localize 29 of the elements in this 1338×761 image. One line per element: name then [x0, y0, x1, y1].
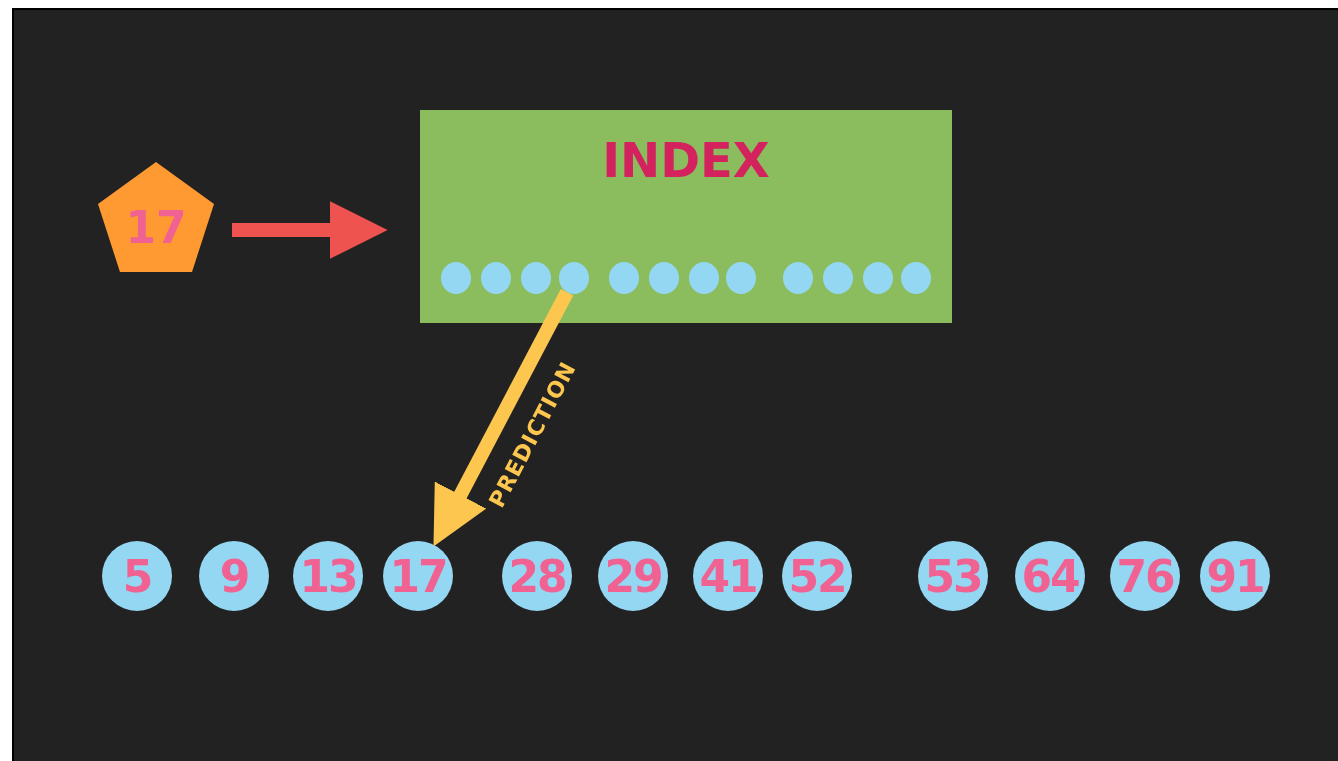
key-dot: [823, 262, 853, 294]
key-dot: [726, 262, 756, 294]
number-label: 28: [508, 550, 566, 602]
key-dot: [863, 262, 893, 294]
key-dot: [783, 262, 813, 294]
index-panel: [420, 110, 952, 323]
key-dot: [901, 262, 931, 294]
number-label: 64: [1021, 550, 1079, 602]
pentagon-shape: [98, 162, 214, 272]
number-label: 29: [604, 550, 662, 602]
key-dot: [521, 262, 551, 294]
number-label: 53: [924, 550, 982, 602]
key-dot: [649, 262, 679, 294]
panel-title: INDEX: [602, 132, 770, 188]
number-label: 5: [122, 550, 152, 602]
number-label: 76: [1116, 550, 1174, 602]
number-label: 17: [125, 201, 187, 253]
number-label: 91: [1206, 550, 1264, 602]
number-label: 41: [699, 550, 757, 602]
key-dot: [609, 262, 639, 294]
key-dot: [441, 262, 471, 294]
number-label: 9: [219, 550, 249, 602]
key-dot: [559, 262, 589, 294]
number-label: 13: [299, 550, 357, 602]
number-label: 52: [788, 550, 846, 602]
key-dot: [689, 262, 719, 294]
arrow: [232, 201, 388, 259]
number-label: 17: [389, 550, 447, 602]
key-dot: [481, 262, 511, 294]
